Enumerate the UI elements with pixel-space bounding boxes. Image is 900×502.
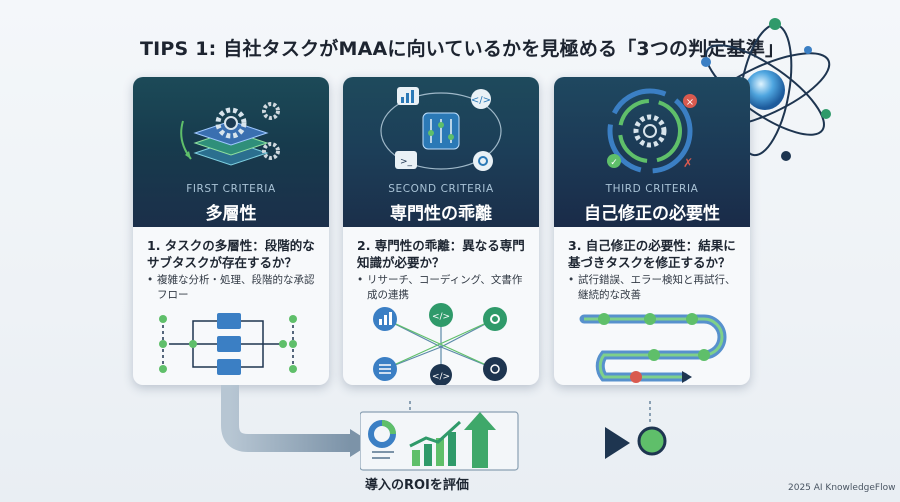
bullet-marker: • — [568, 274, 575, 286]
expert-network-diagram: </> </> — [373, 303, 507, 385]
criteria-example: •複雑な分析・処理、段階的な承認フロー — [147, 273, 321, 303]
criteria-example-text: リサーチ、コーディング、文書作成の連携 — [367, 274, 523, 301]
bullet-marker: • — [147, 274, 154, 286]
criteria-question: 1. タスクの多層性：段階的なサブタスクが存在するか？ — [147, 238, 315, 270]
card-header: × ✓ ✗ THIRD CRITERIA 自己修正の必要性 — [554, 77, 750, 227]
roi-chart-icon — [360, 411, 519, 471]
card-header: </> >_ SECOND CRITERIA 専門性の乖離 — [343, 77, 539, 227]
criteria-label: THIRD CRITERIA — [605, 183, 699, 195]
criteria-example-text: 試行錯誤、エラー検知と再試行、継続的な改善 — [578, 274, 736, 301]
network-hub-icon: </> >_ — [380, 87, 502, 171]
criteria-keyword: 自己修正の必要性 — [584, 204, 720, 224]
svg-text:>_: >_ — [400, 157, 413, 167]
svg-text:</>: </> — [432, 372, 450, 382]
iteration-loop-diagram — [579, 313, 727, 383]
svg-text:✓: ✓ — [610, 158, 618, 168]
bullet-marker: • — [357, 274, 364, 286]
criteria-example: •リサーチ、コーディング、文書作成の連携 — [357, 273, 531, 303]
criteria-example: •試行錯誤、エラー検知と再試行、継続的な改善 — [568, 273, 742, 303]
criteria-card-1: FIRST CRITERIA 多層性 1. タスクの多層性：段階的なサブタスクが… — [133, 77, 329, 385]
cycle-check-icon: × ✓ ✗ — [607, 88, 697, 174]
criteria-keyword: 多層性 — [205, 204, 257, 224]
criteria-label: FIRST CRITERIA — [186, 183, 276, 195]
page-title: TIPS 1: 自社タスクがMAAに向いているかを見極める「3つの判定基準」 — [140, 38, 785, 60]
criteria-example-text: 複雑な分析・処理、段階的な承認フロー — [157, 274, 315, 301]
card-header: FIRST CRITERIA 多層性 — [133, 77, 329, 227]
workflow-diagram — [159, 313, 297, 375]
svg-text:</>: </> — [471, 95, 491, 106]
roi-flow-arrows — [221, 385, 667, 459]
gear-stack-icon — [180, 102, 280, 166]
svg-text:×: × — [686, 97, 694, 108]
svg-text:✗: ✗ — [683, 156, 693, 170]
criteria-keyword: 専門性の乖離 — [390, 204, 492, 224]
footer-credit: 2025 AI KnowledgeFlow — [788, 483, 896, 493]
criteria-question: 2. 専門性の乖離：異なる専門知識が必要か？ — [357, 238, 525, 270]
criteria-question: 3. 自己修正の必要性：結果に基づきタスクを修正するか？ — [568, 238, 736, 270]
svg-text:</>: </> — [432, 312, 450, 322]
criteria-card-3: × ✓ ✗ THIRD CRITERIA 自己修正の必要性 3. 自己修正の必要… — [554, 77, 750, 385]
criteria-label: SECOND CRITERIA — [388, 183, 494, 195]
criteria-card-2: </> >_ SECOND CRITERIA 専門性の乖離 2. 専門性の乖離：… — [343, 77, 539, 385]
roi-label: 導入のROIを評価 — [365, 478, 469, 493]
